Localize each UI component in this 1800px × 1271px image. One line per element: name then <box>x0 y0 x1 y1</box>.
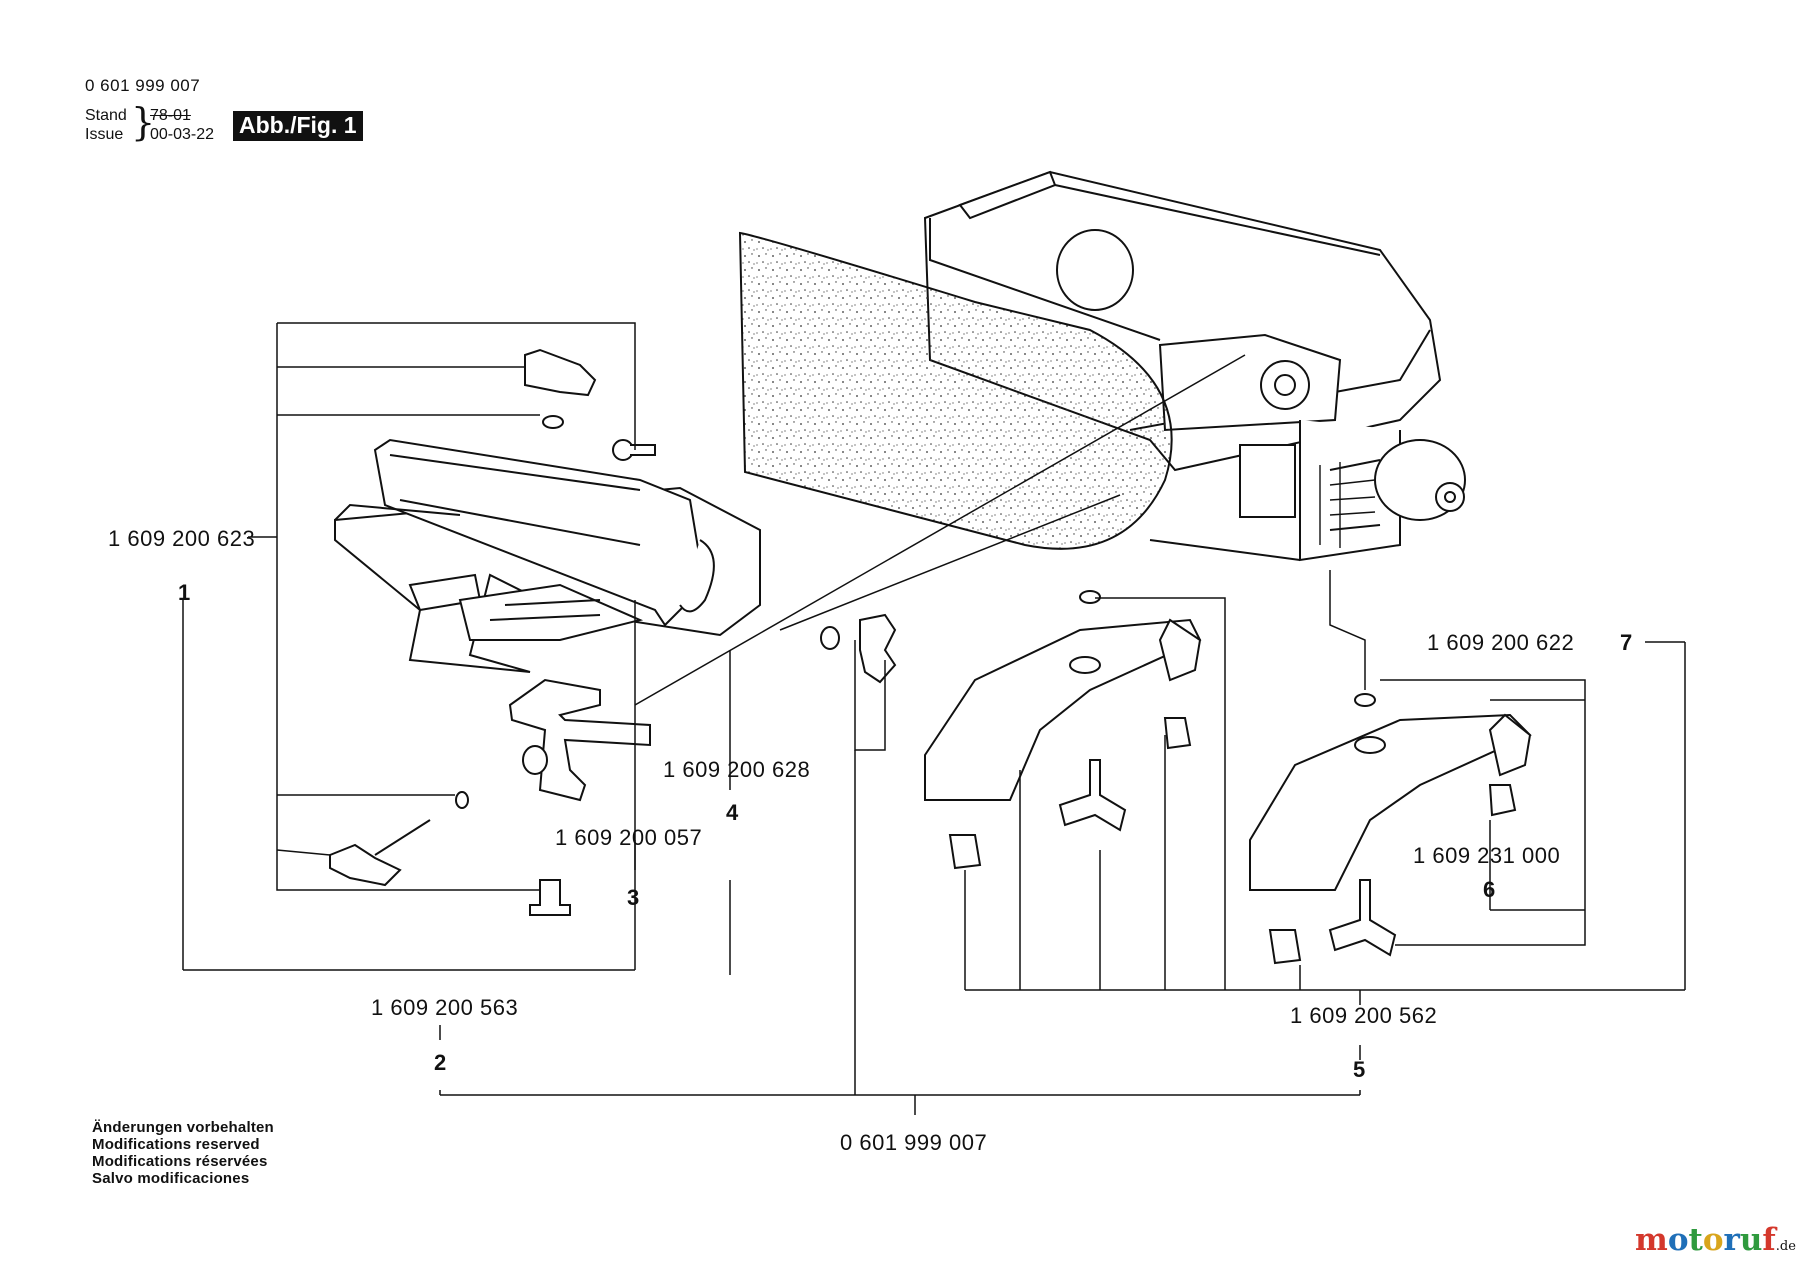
lower-screw <box>529 879 571 916</box>
stand-right <box>1249 693 1532 965</box>
doc-number: 0 601 999 007 <box>85 76 201 95</box>
stand-date: 78-01 <box>150 107 191 124</box>
foot-mid <box>1163 717 1192 750</box>
brand-letter: t <box>1688 1222 1703 1258</box>
screw-top <box>612 439 656 461</box>
part-index-3: 3 <box>627 885 640 910</box>
modification-notes: Änderungen vorbehalten Modifications res… <box>92 1119 274 1187</box>
part-number-7: 1 609 200 622 <box>1427 630 1575 655</box>
part-index-5: 5 <box>1353 1057 1366 1082</box>
part-number-5: 1 609 200 562 <box>1290 1003 1438 1028</box>
brand-name: motoruf <box>1635 1222 1776 1258</box>
clamp-bracket <box>508 678 651 802</box>
wing-screw-right <box>1328 879 1397 957</box>
wing-screw-left <box>1058 759 1127 832</box>
note-fr: Modifications réservées <box>92 1153 268 1170</box>
foot-left <box>948 834 982 870</box>
part-number-2: 1 609 200 563 <box>371 995 519 1020</box>
lower-wing-knob <box>329 843 402 887</box>
part-number-3: 1 609 200 057 <box>555 825 703 850</box>
note-de: Änderungen vorbehalten <box>92 1119 274 1136</box>
knob-top <box>524 348 597 397</box>
dust-bag <box>738 231 1173 550</box>
note-en: Modifications reserved <box>92 1136 260 1153</box>
brand-suffix: .de <box>1775 1239 1796 1254</box>
note-es: Salvo modificaciones <box>92 1170 250 1187</box>
part-index-1: 1 <box>178 580 191 605</box>
part-number-1: 1 609 200 623 <box>108 526 256 551</box>
brand-letter: r <box>1723 1222 1740 1258</box>
mitre-fence <box>334 438 761 673</box>
figure-badge: Abb./Fig. 1 <box>233 111 363 141</box>
brand-letter: m <box>1635 1222 1668 1258</box>
part-number-4: 1 609 200 628 <box>663 757 811 782</box>
part-index-4: 4 <box>726 800 739 825</box>
part-number-6: 1 609 231 000 <box>1413 843 1561 868</box>
part-index-7: 7 <box>1620 630 1633 655</box>
brand-letter: u <box>1739 1222 1763 1258</box>
foot-right-b <box>1268 929 1302 965</box>
stand-left <box>924 590 1202 870</box>
brace-icon: } <box>131 100 156 144</box>
belt-sander <box>923 170 1467 562</box>
brand-letter: o <box>1667 1222 1689 1258</box>
foot-right-a <box>1488 784 1517 817</box>
issue-label: Issue <box>85 126 124 143</box>
brand-letter: o <box>1702 1222 1724 1258</box>
part-index-6: 6 <box>1483 877 1496 902</box>
stand-label: Stand <box>85 107 127 124</box>
brand-logo[interactable]: motoruf.de <box>1635 1222 1796 1258</box>
part-index-2: 2 <box>434 1050 447 1075</box>
assembly-number: 0 601 999 007 <box>840 1130 988 1155</box>
brand-letter: f <box>1762 1222 1776 1258</box>
wing-knob-mid <box>859 613 897 684</box>
issue-date: 00-03-22 <box>150 126 215 143</box>
